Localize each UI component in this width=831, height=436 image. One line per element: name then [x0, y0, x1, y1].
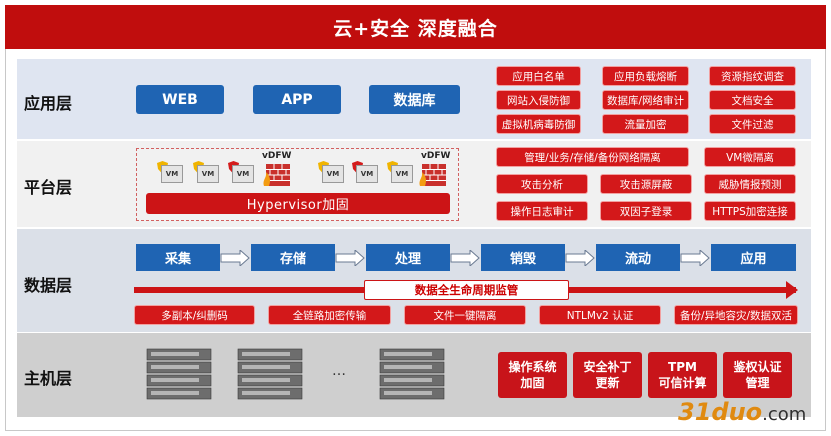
arrow-right-icon [335, 250, 365, 266]
app-tag: 数据库/网络审计 [602, 90, 689, 110]
platform-tag: 管理/业务/存储/备份网络隔离 [496, 147, 689, 167]
vm-icon: VM [157, 161, 183, 183]
server-rack-icon [237, 348, 303, 400]
vm-icon: VM [352, 161, 378, 183]
pipeline-step: 存储 [251, 244, 335, 271]
pipeline-step: 应用 [711, 244, 796, 271]
host-security-box: 操作系统加固 [498, 352, 567, 398]
arrow-right-icon [565, 250, 595, 266]
watermark: 31duo.com [678, 398, 807, 426]
vm-icon: VM [228, 161, 254, 183]
pipeline-step: 处理 [366, 244, 450, 271]
app-layer-label: 应用层 [24, 94, 73, 113]
arrow-right-icon [680, 250, 710, 266]
platform-tag: VM微隔离 [704, 147, 796, 167]
vdfw-label: vDFW [421, 151, 451, 161]
platform-tag: 威胁情报预测 [704, 174, 796, 194]
app-tag: 文档安全 [709, 90, 796, 110]
pipeline-step: 流动 [596, 244, 680, 271]
platform-tag: 攻击分析 [496, 174, 588, 194]
data-tag: 备份/异地容灾/数据双活 [674, 305, 798, 325]
platform-tag: HTTPS加密连接 [704, 201, 796, 221]
arrow-right-icon [450, 250, 480, 266]
lifecycle-arrow-head [786, 281, 798, 299]
app-tag: 应用白名单 [496, 66, 581, 86]
arrow-right-icon [220, 250, 250, 266]
server-rack-icon [146, 348, 212, 400]
vdfw-label: vDFW [262, 151, 292, 161]
ellipsis: … [332, 363, 346, 379]
platform-tag: 攻击源屏蔽 [600, 174, 692, 194]
app-box: APP [253, 85, 341, 114]
vm-cluster-zone [136, 148, 459, 221]
vm-icon: VM [318, 161, 344, 183]
firewall-icon [263, 164, 290, 186]
app-tag: 应用负载熔断 [602, 66, 689, 86]
hypervisor-bar: Hypervisor加固 [146, 193, 450, 214]
diagram-title: 云+安全 深度融合 [5, 5, 826, 49]
host-security-box: 安全补丁更新 [573, 352, 642, 398]
app-tag: 虚拟机病毒防御 [496, 114, 581, 134]
platform-tag: 双因子登录 [600, 201, 692, 221]
app-tag: 资源指纹调查 [709, 66, 796, 86]
firewall-icon [419, 164, 446, 186]
data-tag: 多副本/纠删码 [134, 305, 255, 325]
data-tag: 全链路加密传输 [268, 305, 391, 325]
lifecycle-label: 数据全生命周期监管 [364, 280, 569, 300]
server-rack-icon [379, 348, 445, 400]
host-layer-label: 主机层 [24, 369, 73, 388]
platform-layer-label: 平台层 [24, 178, 73, 197]
data-tag: NTLMv2 认证 [539, 305, 661, 325]
web-box: WEB [136, 85, 224, 114]
platform-tag: 操作日志审计 [496, 201, 588, 221]
app-tag: 文件过滤 [709, 114, 796, 134]
data-tag: 文件一键隔离 [404, 305, 526, 325]
vm-icon: VM [193, 161, 219, 183]
database-box: 数据库 [369, 85, 460, 114]
vm-icon: VM [387, 161, 413, 183]
app-tag: 网站入侵防御 [496, 90, 581, 110]
app-tag: 流量加密 [602, 114, 689, 134]
pipeline-step: 销毁 [481, 244, 565, 271]
host-security-box: 鉴权认证管理 [723, 352, 792, 398]
pipeline-step: 采集 [136, 244, 220, 271]
data-layer-label: 数据层 [24, 276, 73, 295]
